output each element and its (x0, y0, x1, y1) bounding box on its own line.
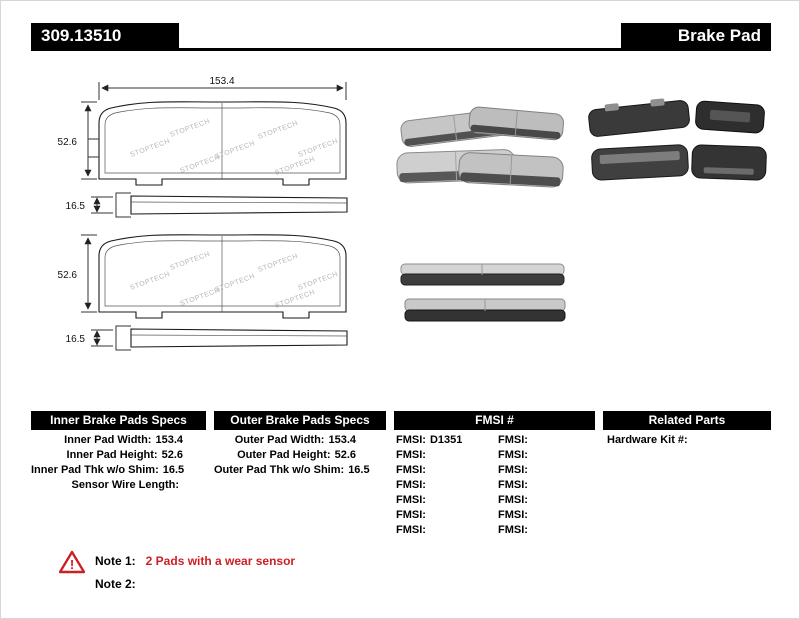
spec-label: Inner Pad Width: (64, 434, 152, 446)
product-photo-pads-profile (400, 263, 566, 322)
note-2: Note 2: (95, 577, 146, 591)
fmsi-label: FMSI: (396, 509, 426, 521)
spec-label: Sensor Wire Length: (71, 479, 179, 491)
note-2-label: Note 2: (95, 577, 136, 591)
photo-pad (404, 298, 566, 322)
spec-value: 153.4 (328, 434, 356, 446)
fmsi-header: FMSI # (394, 411, 595, 430)
spec-label: Inner Pad Thk w/o Shim: (31, 464, 159, 476)
spec-row: Inner Pad Height:52.6 (31, 448, 183, 463)
fmsi-row: FMSI: (498, 448, 594, 463)
note-1-label: Note 1: (95, 554, 136, 568)
photo-pad (458, 152, 564, 188)
fmsi-label: FMSI: (498, 509, 528, 521)
fmsi-label: FMSI: (396, 494, 426, 506)
inner-specs-rows: Inner Pad Width:153.4 Inner Pad Height:5… (31, 433, 185, 493)
fmsi-row: FMSI: (396, 493, 492, 508)
inner-specs-header: Inner Brake Pads Specs (31, 411, 206, 430)
photo-pad (400, 263, 565, 286)
photo-pad (468, 106, 564, 141)
fmsi-label: FMSI: (396, 434, 426, 446)
spec-label: Outer Pad Width: (234, 434, 325, 446)
fmsi-label: FMSI: (498, 449, 528, 461)
spec-row: Outer Pad Height:52.6 (214, 448, 356, 463)
wear-sensor-clip (87, 138, 99, 158)
related-parts-rows: Hardware Kit #: (607, 433, 767, 448)
fmsi-rows-col2: FMSI: FMSI: FMSI: FMSI: FMSI: FMSI: FMSI… (498, 433, 594, 538)
photo-pad (588, 98, 690, 137)
height-dim-label: 52.6 (58, 137, 78, 148)
note-1: Note 1: 2 Pads with a wear sensor (95, 554, 295, 568)
spec-row: Outer Pad Width:153.4 (214, 433, 356, 448)
fmsi-row: FMSI: (498, 523, 594, 538)
fmsi-value: D1351 (429, 434, 463, 446)
fmsi-row: FMSI: (498, 463, 594, 478)
spec-value: 16.5 (348, 464, 370, 476)
fmsi-row: FMSI: (498, 478, 594, 493)
related-row: Hardware Kit #: (607, 433, 767, 448)
fmsi-row: FMSI: (498, 508, 594, 523)
height-dim-label: 52.6 (58, 270, 78, 281)
spec-label: Outer Pad Height: (237, 449, 331, 461)
outer-specs-rows: Outer Pad Width:153.4 Outer Pad Height:5… (214, 433, 370, 478)
thickness-dim-label: 16.5 (66, 201, 86, 212)
spec-value: 153.4 (155, 434, 183, 446)
spec-row: Inner Pad Thk w/o Shim:16.5 (31, 463, 185, 478)
part-number: 309.13510 (31, 23, 179, 48)
header-bar: 309.13510 Brake Pad (31, 23, 771, 51)
fmsi-row: FMSI: (396, 478, 492, 493)
fmsi-row: FMSI: (396, 508, 492, 523)
fmsi-row: FMSI: (396, 523, 492, 538)
fmsi-label: FMSI: (498, 464, 528, 476)
related-parts-header: Related Parts (603, 411, 771, 430)
fmsi-label: FMSI: (396, 449, 426, 461)
spec-row: Inner Pad Width:153.4 (31, 433, 183, 448)
svg-text:!: ! (70, 557, 74, 572)
spec-value: 52.6 (161, 449, 183, 461)
spec-row: Outer Pad Thk w/o Shim:16.5 (214, 463, 370, 478)
fmsi-label: FMSI: (498, 434, 528, 446)
fmsi-label: FMSI: (498, 524, 528, 536)
technical-drawing: 153.4 STOPTECH STOPTECH STOPTECH STOPTEC… (58, 76, 348, 351)
spec-label: Inner Pad Height: (66, 449, 158, 461)
fmsi-row: FMSI: (396, 463, 492, 478)
inner-pad-drawing: STOPTECH STOPTECH STOPTECH STOPTECH STOP… (58, 101, 348, 218)
product-photo-pads-front (396, 106, 564, 188)
outer-specs-header: Outer Brake Pads Specs (214, 411, 386, 430)
related-label: Hardware Kit #: (607, 434, 688, 446)
spec-value: 16.5 (162, 464, 185, 476)
page-title: Brake Pad (621, 23, 771, 48)
fmsi-row: FMSI: (396, 448, 492, 463)
fmsi-row: FMSI: (498, 493, 594, 508)
spec-value: 52.6 (334, 449, 356, 461)
warning-icon: ! (59, 550, 85, 574)
fmsi-row: FMSI:D1351 (396, 433, 492, 448)
width-dim-label: 153.4 (209, 76, 234, 87)
fmsi-label: FMSI: (396, 524, 426, 536)
photo-pad (591, 144, 689, 181)
fmsi-label: FMSI: (498, 479, 528, 491)
fmsi-rows-col1: FMSI:D1351 FMSI: FMSI: FMSI: FMSI: FMSI:… (396, 433, 492, 538)
spec-label: Outer Pad Thk w/o Shim: (214, 464, 345, 476)
photo-pad (691, 144, 767, 181)
note-1-text: 2 Pads with a wear sensor (145, 554, 296, 568)
fmsi-label: FMSI: (498, 494, 528, 506)
fmsi-label: FMSI: (396, 464, 426, 476)
product-photo-pads-back (588, 98, 767, 181)
width-dimension: 153.4 (98, 76, 347, 100)
fmsi-row: FMSI: (498, 433, 594, 448)
thickness-dim-label: 16.5 (66, 334, 86, 345)
fmsi-label: FMSI: (396, 479, 426, 491)
spec-row: Sensor Wire Length: (31, 478, 183, 493)
outer-pad-drawing: STOPTECH STOPTECH STOPTECH STOPTECH STOP… (58, 234, 348, 351)
photo-pad (695, 100, 765, 134)
